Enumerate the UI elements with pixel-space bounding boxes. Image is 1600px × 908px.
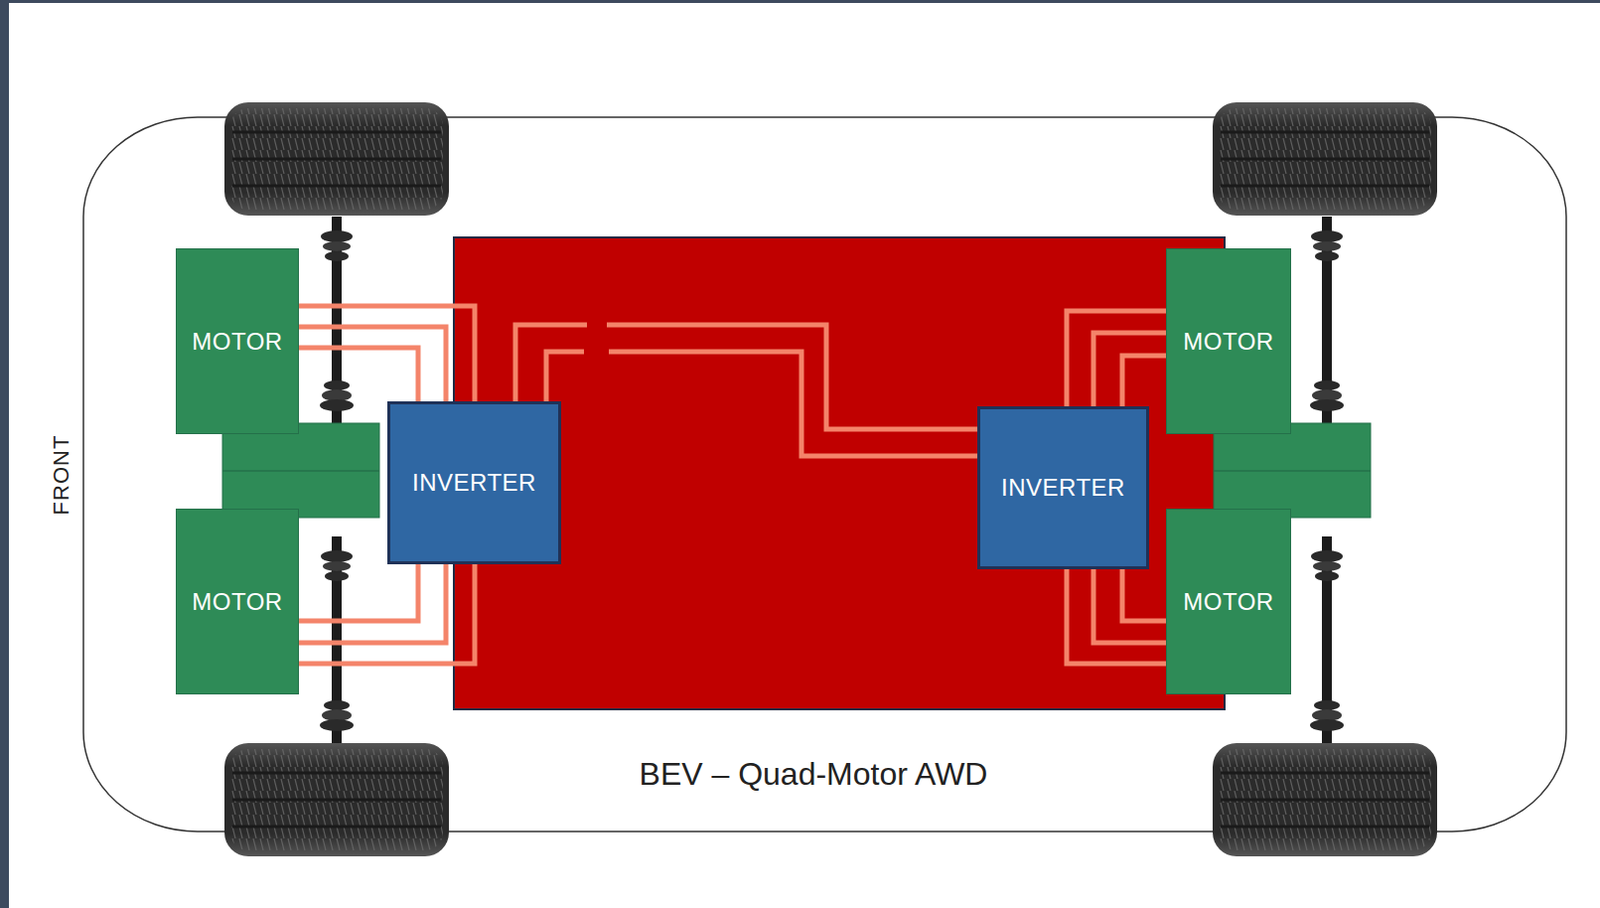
phase-wire (298, 564, 475, 664)
inverter-box: INVERTER (387, 401, 562, 565)
node-label: INVERTER (1001, 473, 1126, 502)
node-label: MOTOR (191, 587, 283, 616)
phase-wire (1093, 569, 1166, 643)
motor-box: MOTOR (1165, 248, 1292, 435)
phase-wire (1122, 569, 1166, 621)
phase-wire (606, 324, 978, 430)
phase-wire (608, 351, 978, 456)
phase-wire (298, 564, 419, 621)
node-label: INVERTER (412, 468, 537, 497)
diagram-title: BEV – Quad-Motor AWD (639, 755, 989, 793)
wire-bundle (1066, 310, 1166, 407)
phase-wire (298, 305, 475, 402)
node-label: MOTOR (1182, 587, 1274, 616)
wire-bundle (298, 305, 475, 402)
phase-wire (1122, 355, 1166, 407)
phase-wire (1066, 310, 1166, 407)
phase-wire (546, 351, 584, 402)
motor-box: MOTOR (175, 248, 299, 435)
direction-label: FRONT (48, 435, 75, 516)
motor-box: MOTOR (1165, 508, 1292, 695)
phase-wire (298, 564, 446, 643)
phase-wire (1066, 569, 1166, 664)
phase-wire (298, 347, 419, 402)
wire-bundle (1066, 569, 1166, 664)
node-label: MOTOR (191, 327, 283, 356)
wire-bundle (298, 564, 475, 664)
phase-wire (515, 324, 587, 402)
phase-wire (1093, 332, 1166, 407)
node-label: MOTOR (1182, 327, 1274, 356)
motor-box: MOTOR (175, 508, 299, 695)
inverter-box: INVERTER (977, 406, 1150, 570)
phase-wire (298, 326, 446, 402)
wire-bundle (515, 324, 978, 456)
